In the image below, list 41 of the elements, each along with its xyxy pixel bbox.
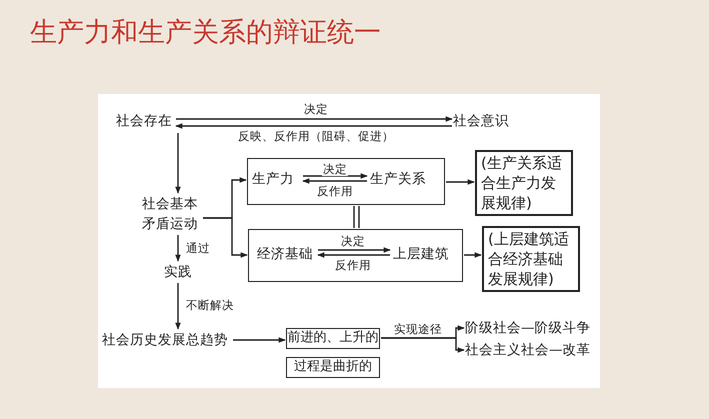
arrow [233, 337, 286, 343]
concept-label: 社会基本矛盾运动 [142, 194, 202, 234]
arrow [381, 337, 465, 353]
edge-label: 决定 [340, 234, 366, 248]
edge-label: 通过 [185, 241, 211, 255]
arrow [317, 252, 390, 258]
concept-label: 上层建筑 [393, 244, 457, 264]
concept-label: 社会主义社会—改革 [465, 340, 598, 360]
arrow [318, 247, 391, 253]
arrow [175, 133, 181, 194]
concept-label: 社会意识 [453, 111, 515, 131]
concept-label: 社会存在 [116, 111, 176, 131]
concept-label: 生产力 [252, 169, 302, 189]
concept-label: 生产关系 [370, 169, 430, 189]
concept-label: 经济基础 [257, 244, 317, 264]
arrow [464, 252, 482, 258]
group-box [248, 229, 463, 282]
note-box: (生产关系适合生产力发展规律) [475, 150, 573, 216]
edge-label: 反作用 [316, 184, 354, 198]
arrow [176, 116, 453, 122]
concept-label: 社会历史发展总趋势 [102, 330, 232, 350]
text-box: 前进的、上升的 [286, 328, 380, 349]
arrow [175, 235, 181, 262]
text-box: 过程是曲折的 [286, 357, 380, 378]
edge-label: 决定 [322, 162, 348, 176]
concept-label: 阶级社会—阶级斗争 [465, 318, 598, 338]
edge-label: 实现途径 [393, 322, 443, 336]
edge-label: 反作用 [334, 258, 372, 272]
arrow [203, 217, 248, 258]
group-box [247, 158, 445, 205]
arrow [175, 123, 452, 129]
concept-label: 实践 [164, 262, 196, 282]
edge-label: 决定 [303, 102, 329, 116]
arrow [303, 173, 368, 179]
edge-label: 不断解决 [185, 298, 235, 312]
double-line [353, 205, 360, 229]
arrow [302, 178, 367, 184]
arrow [175, 283, 181, 330]
note-box: (上层建筑适合经济基础发展规律) [482, 226, 580, 292]
arrow [446, 179, 475, 185]
title: 生产力和生产关系的辩证统一 [30, 16, 381, 50]
